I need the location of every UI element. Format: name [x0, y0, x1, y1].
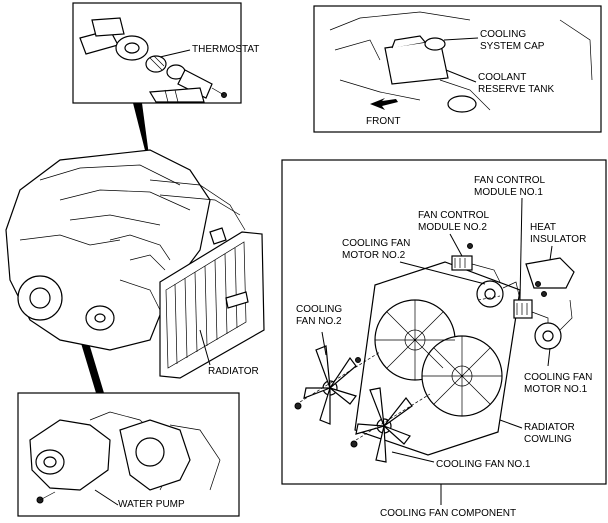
radiator-cowling — [354, 261, 521, 456]
engine-illustration — [5, 149, 246, 351]
water-pump-label: WATER PUMP — [118, 499, 185, 510]
cooling-fan-no2-leader — [321, 331, 327, 356]
fan-control-module-no2-label-1: FAN CONTROL — [418, 210, 490, 221]
radiator-cowling-label-1: RADIATOR — [524, 422, 575, 433]
fan-control-module-no1-leader — [519, 197, 523, 301]
front-label: FRONT — [366, 116, 400, 127]
bolt-icon — [541, 291, 547, 297]
cooling-fan-motor-no2-label-2: MOTOR NO.2 — [342, 250, 406, 261]
reserve-tank-inset — [313, 5, 602, 133]
heat-insulator — [525, 257, 575, 289]
fan-control-module-no2-leader — [449, 233, 463, 257]
cooling-fan-motor-no1-label-2: MOTOR NO.1 — [524, 384, 588, 395]
cooling-fan-no2-label-1: COOLING — [296, 304, 342, 315]
cooling-fan-motor-no2-label-1: COOLING FAN — [342, 238, 410, 249]
cooling-fan-motor-no1-label-1: COOLING FAN — [524, 372, 592, 383]
cooling-system-cap-label-1: COOLING — [480, 29, 526, 40]
radiator-cowling-label-2: COWLING — [524, 434, 572, 445]
thermostat-leader — [159, 49, 191, 58]
fan-control-module-no2-label-2: MODULE NO.2 — [418, 222, 487, 233]
heat-insulator-leader — [549, 245, 553, 261]
cooling-fan-motor-no1-leader — [547, 347, 551, 367]
cooling-fan-no1-label: COOLING FAN NO.1 — [436, 459, 531, 470]
radiator-cowling-leader — [499, 419, 523, 429]
fan-control-module-no1-label-1: FAN CONTROL — [474, 175, 546, 186]
thermostat-inset — [72, 2, 242, 104]
heat-insulator-label-2: INSULATOR — [530, 234, 586, 245]
thermostat-label: THERMOSTAT — [192, 44, 259, 55]
cooling-system-cap-label-2: SYSTEM CAP — [480, 41, 545, 52]
front-arrow-icon — [370, 98, 398, 110]
cooling-system-cap-leader — [443, 37, 479, 41]
bolt-icon — [467, 243, 473, 249]
fan-control-module-no1 — [513, 299, 533, 319]
cooling-fan-motor-no2 — [476, 280, 521, 308]
cooling-fan-motor-no2-leader — [399, 261, 486, 285]
radiator-leader — [199, 329, 211, 366]
bolt-icon — [355, 357, 361, 363]
coolant-reserve-tank-label-1: COOLANT — [478, 72, 526, 83]
cooling-fan-no1-leader — [391, 451, 435, 463]
bolt-icon — [535, 281, 541, 287]
fan-control-module-no1-label-2: MODULE NO.1 — [474, 187, 543, 198]
cooling-fan-motor-no1 — [534, 299, 573, 350]
radiator-illustration — [159, 227, 265, 379]
water-pump-leader — [94, 489, 119, 506]
cooling-fan-no1 — [350, 387, 413, 463]
heat-insulator-label-1: HEAT — [530, 222, 556, 233]
radiator-label: RADIATOR — [208, 366, 259, 377]
coolant-reserve-tank-label-2: RESERVE TANK — [478, 84, 554, 95]
cooling-fan-component-label: COOLING FAN COMPONENT — [380, 508, 516, 519]
coolant-reserve-tank-leader — [445, 69, 477, 83]
cooling-fan-no2-label-2: FAN NO.2 — [296, 316, 342, 327]
water-pump-inset — [17, 392, 240, 517]
